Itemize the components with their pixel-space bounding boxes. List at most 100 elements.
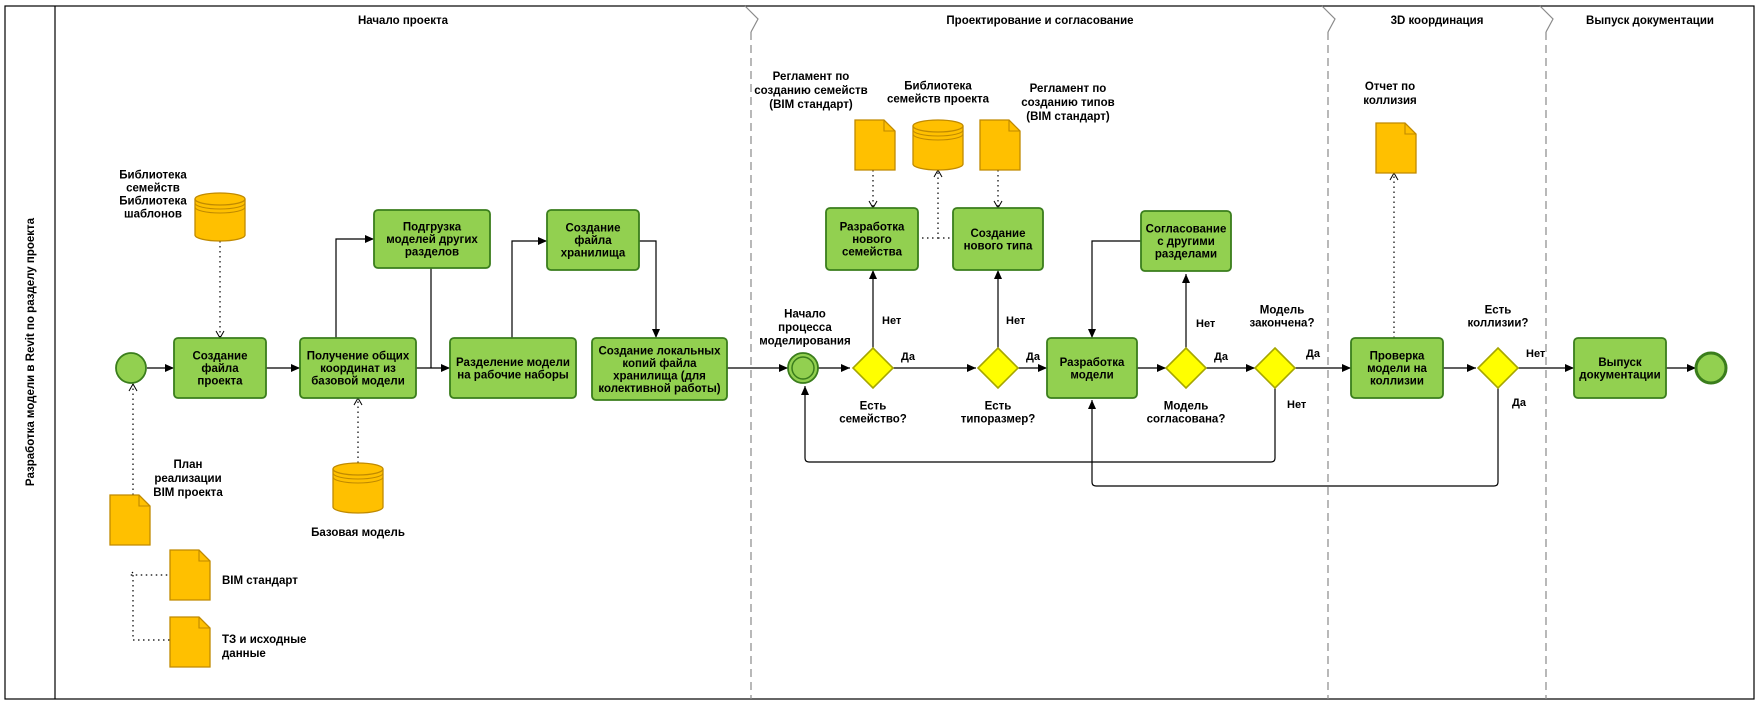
data-object-tz[interactable]: ТЗ и исходные данные <box>169 616 306 668</box>
gateway-diamond <box>1164 346 1208 390</box>
data-object-label-line: созданию семейств <box>754 85 867 97</box>
task-label-line: Создание <box>565 223 620 235</box>
task-label-line: Создание <box>192 351 247 363</box>
label-gclash-no: Нет <box>1526 348 1546 360</box>
gateway-label-line: Модель <box>1260 305 1305 317</box>
data-object-label-line: реализации <box>154 473 221 485</box>
document-body <box>109 494 151 546</box>
intermediate-event-label-line: моделирования <box>759 336 850 348</box>
data-object-label-line: Отчет по <box>1365 81 1415 93</box>
task-box <box>373 209 491 269</box>
gateway-diamond <box>1476 346 1520 390</box>
data-object-label-line: Регламент по <box>773 71 850 83</box>
associations <box>128 168 1399 641</box>
gateway-label-line: семейство? <box>839 414 907 426</box>
data-object-label-line: ТЗ и исходные <box>222 634 306 646</box>
document-fold <box>198 550 210 562</box>
task-label-line: копий файла <box>622 358 697 370</box>
data-store-base[interactable]: Базовая модель <box>311 462 405 539</box>
cylinder-body <box>912 126 964 171</box>
cylinder-ring <box>332 472 384 480</box>
document-fold <box>138 495 150 507</box>
sequence-flows <box>147 235 1696 487</box>
document-fold <box>883 120 895 132</box>
end-event[interactable] <box>1694 351 1728 385</box>
data-object-label-line: данные <box>222 648 266 660</box>
task-label-line: Разработка <box>1060 357 1125 369</box>
flow-coords-to-load <box>335 235 374 338</box>
data-object-label-line: (BIM стандарт) <box>1026 111 1110 123</box>
task-label-line: коллизии <box>1370 376 1424 388</box>
lane-title-design: Проектирование и согласование <box>946 15 1133 27</box>
data-store-label-line: Библиотека <box>119 170 187 182</box>
association-plan-bim <box>128 571 170 576</box>
gateway-label-line: закончена? <box>1250 318 1315 330</box>
gateway-label-line: Есть <box>860 401 887 413</box>
document-body <box>169 616 211 668</box>
lane-chevron-2 <box>1321 5 1336 33</box>
task-label-line: модели на <box>1367 363 1427 375</box>
cylinder-top <box>194 192 246 206</box>
data-object-label-line: BIM стандарт <box>222 575 298 587</box>
association-plan-tz <box>132 575 170 641</box>
cylinder-ring <box>194 202 246 210</box>
data-object-label-line: созданию типов <box>1021 97 1114 109</box>
task-label-line: разделов <box>405 247 459 259</box>
task-label-line: нового <box>852 234 892 246</box>
data-store-label-line: семейств проекта <box>887 94 990 106</box>
gateway-diamond <box>851 346 895 390</box>
task-label-line: координат из <box>320 363 396 375</box>
start-event[interactable] <box>115 352 147 384</box>
lane-chevron-3 <box>1539 5 1554 33</box>
data-store-label-line: Библиотека <box>904 81 972 93</box>
intermediate-event[interactable] <box>787 352 819 384</box>
cylinder-top <box>332 462 384 476</box>
label-gagreed-yes: Да <box>1214 351 1229 363</box>
data-object-bim[interactable]: BIM стандарт <box>169 549 298 601</box>
label-gfamily-yes: Да <box>901 351 916 363</box>
cylinder-body <box>332 469 384 514</box>
task-label-line: Согласование <box>1146 224 1227 236</box>
task-box <box>952 207 1044 271</box>
task-label-line: проекта <box>197 376 243 388</box>
cylinder-top <box>912 119 964 133</box>
data-store-label-line: шаблонов <box>124 209 182 221</box>
document-body <box>1375 122 1417 174</box>
cylinder-ring <box>194 206 246 214</box>
